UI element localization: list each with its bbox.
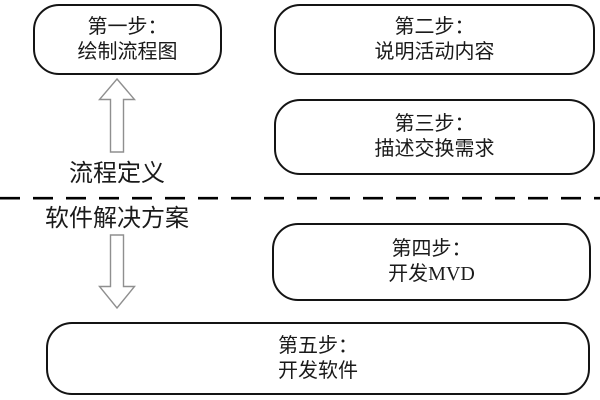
down-arrow-icon [98,234,136,309]
step2-title: 第二步： [394,15,475,38]
step4-title: 第四步： [391,238,472,260]
step3-title: 第三步： [394,113,475,135]
step1-title: 第一步： [87,15,168,38]
step5-box: 第五步： 开发软件 [46,322,590,395]
step5-title: 第五步： [278,334,358,357]
step4-box: 第四步： 开发MVD [272,223,591,301]
software-solution-label: 软件解决方案 [45,206,189,232]
step1-box: 第一步： 绘制流程图 [33,4,222,75]
step2-desc: 说明活动内容 [374,40,495,63]
step3-box: 第三步： 描述交换需求 [274,99,595,175]
up-arrow-icon [97,78,137,153]
step3-desc: 描述交换需求 [374,138,495,160]
step5-desc: 开发软件 [278,359,358,382]
step4-desc: 开发MVD [388,263,475,285]
process-definition-label: 流程定义 [69,161,165,187]
divider-dashed-line [0,196,600,200]
step2-box: 第二步： 说明活动内容 [274,4,595,75]
step1-desc: 绘制流程图 [77,40,178,63]
